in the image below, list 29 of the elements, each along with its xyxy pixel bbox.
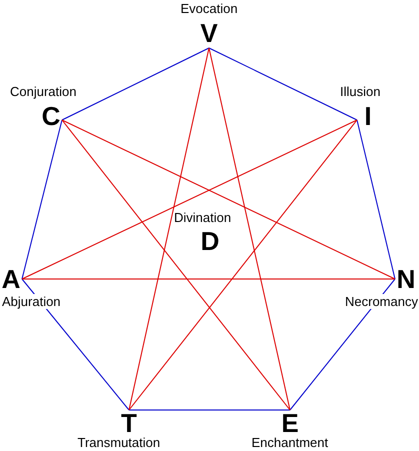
connector-line (22, 120, 358, 280)
vertex-letter: A (0, 266, 22, 292)
vertex-letter: T (118, 410, 140, 434)
school-name: Illusion (340, 84, 380, 99)
vertex-letter: N (395, 266, 417, 292)
connector-line (128, 120, 358, 410)
school-name: Divination (174, 210, 232, 225)
school-name: Enchantment (252, 435, 328, 450)
school-name: Necromancy (345, 294, 418, 309)
school-name: Conjuration (10, 84, 76, 99)
school-name: Transmutation (78, 435, 160, 450)
vertex-letter: C (40, 103, 62, 131)
vertex-letter: D (199, 228, 221, 254)
connector-line (22, 278, 130, 410)
vertex-letter: V (198, 20, 220, 48)
connector-line (62, 48, 210, 120)
connector-line (22, 278, 396, 280)
vertex-letter: E (279, 410, 301, 434)
connector-line (62, 120, 396, 280)
school-name: Abjuration (2, 294, 61, 309)
connector-line (356, 120, 396, 280)
connector-line (290, 278, 396, 410)
connector-line (208, 48, 358, 120)
connector-line (208, 48, 290, 410)
connector-line (22, 120, 62, 280)
connector-line (62, 120, 290, 410)
school-name: Evocation (180, 1, 238, 16)
vertex-letter: I (357, 103, 379, 131)
connector-line (128, 48, 210, 410)
